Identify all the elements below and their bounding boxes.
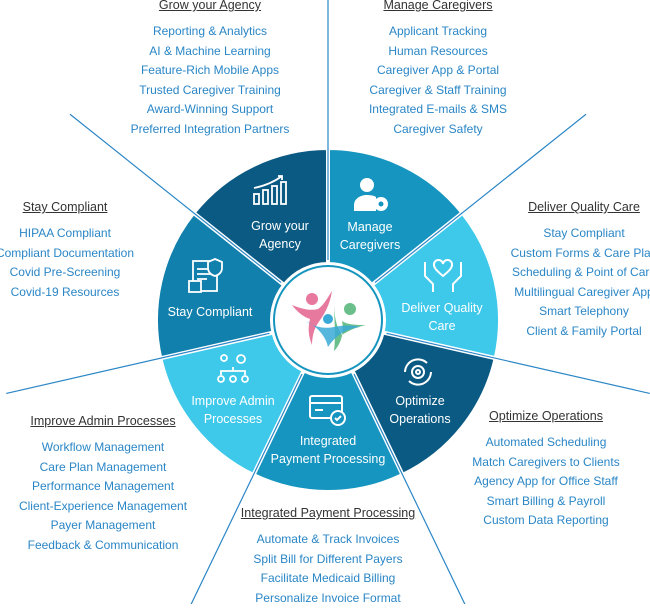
feature-link[interactable]: HIPAA Compliant — [0, 224, 134, 244]
feature-link[interactable]: Multilingual Caregiver App — [511, 283, 650, 303]
feature-link[interactable]: Covid Pre-Screening — [0, 263, 134, 283]
feature-link[interactable]: Facilitate Medicaid Billing — [241, 569, 415, 589]
segment-label-stay[interactable]: Stay Compliant — [168, 303, 253, 321]
feature-link[interactable]: Match Caregivers to Clients — [472, 453, 619, 473]
label-line: Caregivers — [340, 238, 400, 252]
label-line: Integrated — [300, 434, 356, 448]
label-line: Processes — [204, 412, 262, 426]
feature-link[interactable]: Feature-Rich Mobile Apps — [131, 61, 290, 81]
gear-cycle-icon — [399, 353, 437, 391]
label-line: Operations — [389, 412, 450, 426]
org-chart-icon — [214, 353, 252, 387]
card-check-icon — [308, 394, 348, 426]
section-heading: Integrated Payment Processing — [241, 506, 415, 520]
feature-link[interactable]: Reporting & Analytics — [131, 22, 290, 42]
feature-link[interactable]: Smart Telephony — [511, 302, 650, 322]
feature-link[interactable]: Care Plan Management — [19, 458, 187, 478]
feature-link[interactable]: Stay Compliant — [511, 224, 650, 244]
user-gear-icon — [352, 177, 392, 213]
feature-link[interactable]: Award-Winning Support — [131, 100, 290, 120]
feature-link[interactable]: Caregiver Safety — [369, 120, 507, 140]
feature-link[interactable]: Applicant Tracking — [369, 22, 507, 42]
feature-link[interactable]: Feedback & Communication — [19, 536, 187, 556]
section-heading: Grow your Agency — [131, 0, 290, 12]
label-line: Optimize — [395, 394, 444, 408]
section-heading: Improve Admin Processes — [19, 414, 187, 428]
feature-link[interactable]: Scheduling & Point of Care — [511, 263, 650, 283]
feature-link[interactable]: Covid-19 Resources — [0, 283, 134, 303]
section-heading: Stay Compliant — [0, 200, 134, 214]
label-line: Grow your — [251, 219, 309, 233]
feature-link[interactable]: Payer Management — [19, 516, 187, 536]
label-line: Manage — [347, 220, 392, 234]
label-line: Deliver Quality — [401, 301, 482, 315]
feature-link[interactable]: Workflow Management — [19, 438, 187, 458]
document-shield-icon — [187, 257, 227, 295]
feature-link[interactable]: Custom Forms & Care Plan — [511, 244, 650, 264]
section-heading: Manage Caregivers — [369, 0, 507, 12]
feature-link[interactable]: Performance Management — [19, 477, 187, 497]
feature-link[interactable]: Automated Scheduling — [472, 433, 619, 453]
feature-link[interactable]: Compliant Documentation — [0, 244, 134, 264]
feature-link[interactable]: Split Bill for Different Payers — [241, 550, 415, 570]
feature-link[interactable]: Client & Family Portal — [511, 322, 650, 342]
label-line: Care — [428, 319, 455, 333]
label-line: Agency — [259, 237, 301, 251]
feature-link[interactable]: Personalize Invoice Format — [241, 589, 415, 608]
feature-link[interactable]: Trusted Caregiver Training — [131, 81, 290, 101]
label-line: Stay Compliant — [168, 305, 253, 319]
feature-link[interactable]: Integrated E-mails & SMS — [369, 100, 507, 120]
heart-hands-icon — [421, 258, 465, 294]
section-heading: Deliver Quality Care — [511, 200, 650, 214]
growth-chart-icon — [252, 174, 288, 206]
feature-link[interactable]: AI & Machine Learning — [131, 42, 290, 62]
feature-link[interactable]: Caregiver & Staff Training — [369, 81, 507, 101]
feature-link[interactable]: Custom Data Reporting — [472, 511, 619, 531]
label-line: Payment Processing — [271, 452, 386, 466]
feature-link[interactable]: Automate & Track Invoices — [241, 530, 415, 550]
feature-link[interactable]: Caregiver App & Portal — [369, 61, 507, 81]
feature-link[interactable]: Human Resources — [369, 42, 507, 62]
label-line: Improve Admin — [191, 394, 274, 408]
feature-link[interactable]: Agency App for Office Staff — [472, 472, 619, 492]
company-logo — [288, 285, 368, 355]
section-heading: Optimize Operations — [472, 409, 619, 423]
feature-link[interactable]: Preferred Integration Partners — [131, 120, 290, 140]
feature-link[interactable]: Client-Experience Management — [19, 497, 187, 517]
feature-link[interactable]: Smart Billing & Payroll — [472, 492, 619, 512]
